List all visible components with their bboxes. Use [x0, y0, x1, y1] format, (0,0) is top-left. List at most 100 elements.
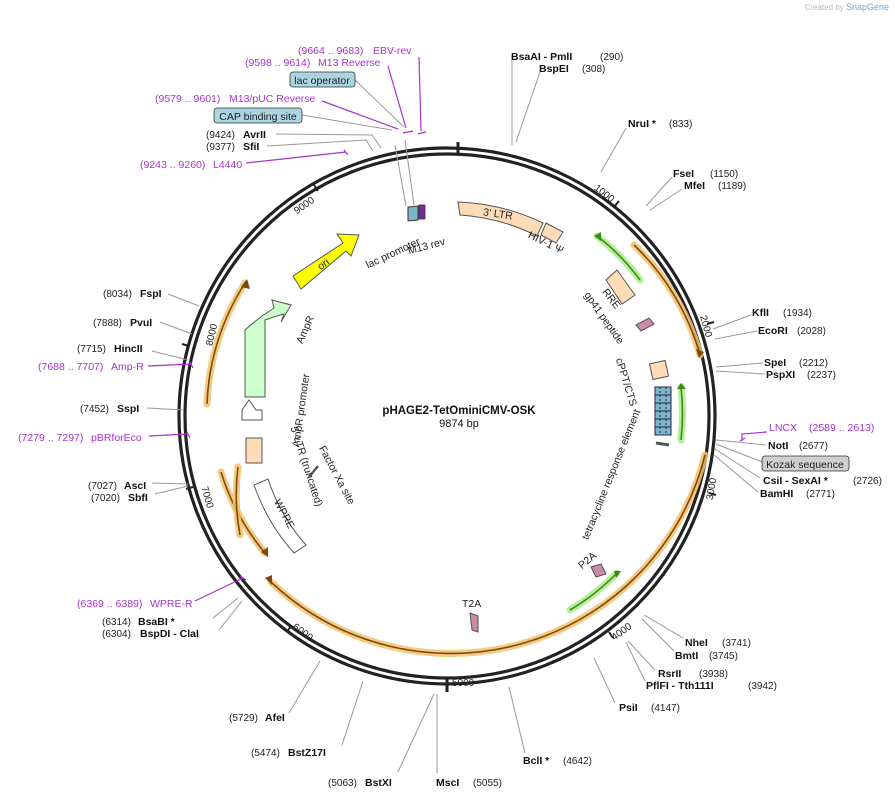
- svg-text:3' LTR: 3' LTR: [482, 206, 514, 222]
- svg-text:(7452): (7452): [80, 404, 109, 415]
- orf-arc-right: [630, 241, 704, 359]
- tick-3000: 3000: [705, 477, 720, 501]
- enzyme-bsaai-pmli: BsaAI - PmlI (290): [511, 51, 623, 145]
- svg-text:NotI: NotI: [768, 440, 788, 452]
- svg-text:(5729): (5729): [229, 713, 258, 724]
- primer-wpre-r: (6369 .. 6389) WPRE-R: [77, 575, 247, 610]
- created-by-text: Created by: [804, 3, 844, 12]
- enzyme-bcli: BclI * (4642): [508, 686, 592, 767]
- plasmid-length: 9874 bp: [439, 418, 479, 430]
- label-lac-operator: lac operator: [289, 71, 405, 128]
- svg-text:(8034): (8034): [103, 289, 132, 300]
- enzyme-spei: SpeI (2212): [715, 357, 828, 369]
- enzyme-hincii: (7715) HincII: [77, 343, 189, 361]
- primer-l4440: (9243 .. 9260) L4440: [140, 149, 349, 171]
- svg-text:(5055): (5055): [473, 778, 502, 789]
- svg-text:PvuI: PvuI: [130, 317, 152, 329]
- snapgene-logo: SnapGene: [845, 2, 889, 12]
- svg-text:(6369 .. 6389): (6369 .. 6389): [77, 598, 142, 610]
- svg-text:M13/pUC Reverse: M13/pUC Reverse: [229, 93, 316, 105]
- svg-text:9000: 9000: [292, 195, 317, 217]
- svg-text:AmpR: AmpR: [294, 314, 317, 346]
- enzyme-kfli: KflI (1934): [712, 307, 812, 330]
- svg-text:BclI *: BclI *: [523, 755, 550, 767]
- svg-text:(7279 .. 7297): (7279 .. 7297): [18, 432, 83, 444]
- svg-text:AscI: AscI: [124, 480, 146, 492]
- orf-arc-left-c: [203, 279, 250, 408]
- enzyme-fsei: FseI (1150): [645, 168, 738, 207]
- svg-text:MscI: MscI: [436, 777, 459, 789]
- svg-text:(9598 .. 9614): (9598 .. 9614): [245, 57, 310, 69]
- svg-text:cPPT/CTS: cPPT/CTS: [613, 357, 639, 408]
- svg-text:lac operator: lac operator: [294, 75, 350, 87]
- enzyme-bamhi: BamHI (2771): [713, 454, 835, 500]
- enzyme-noti: NotI (2677): [715, 439, 828, 452]
- svg-text:(1150): (1150): [710, 169, 738, 180]
- svg-text:(9243 .. 9260): (9243 .. 9260): [140, 159, 205, 171]
- svg-text:5' LTR (truncated): 5' LTR (truncated): [288, 425, 325, 508]
- enzyme-sfii: (9377) SfiI: [206, 139, 374, 153]
- enzyme-mfei: MfeI (1189): [649, 180, 746, 211]
- svg-text:Kozak sequence: Kozak sequence: [766, 459, 844, 471]
- svg-text:WPRE-R: WPRE-R: [150, 598, 193, 610]
- svg-text:(308): (308): [582, 64, 605, 75]
- svg-text:BamHI: BamHI: [760, 488, 793, 500]
- svg-text:AfeI: AfeI: [265, 712, 285, 724]
- svg-text:(3938): (3938): [699, 669, 728, 680]
- svg-text:(1934): (1934): [783, 308, 812, 319]
- svg-text:(9579 .. 9601): (9579 .. 9601): [155, 93, 220, 105]
- svg-text:CAP binding site: CAP binding site: [219, 111, 297, 123]
- svg-text:MfeI: MfeI: [684, 180, 705, 192]
- svg-text:(4642): (4642): [563, 756, 592, 767]
- svg-text:EBV-rev: EBV-rev: [373, 45, 412, 57]
- enzyme-avrii: (9424) AvrII: [206, 129, 382, 149]
- svg-text:(2677): (2677): [799, 441, 828, 452]
- svg-text:5000: 5000: [452, 678, 475, 689]
- svg-text:(290): (290): [600, 52, 623, 63]
- feature-kozak-bar: [655, 441, 670, 447]
- svg-text:(7888): (7888): [93, 318, 122, 329]
- svg-text:BspDI - ClaI: BspDI - ClaI: [140, 628, 199, 640]
- tick-5000: 5000: [445, 678, 475, 692]
- svg-text:NruI *: NruI *: [628, 118, 657, 130]
- svg-text:RsrII: RsrII: [658, 668, 681, 680]
- feature-p2a: P2A: [576, 550, 607, 578]
- enzyme-pspxi: PspXI (2237): [715, 369, 836, 381]
- lac-connector: [394, 139, 415, 207]
- enzyme-psii: PsiI (4147): [593, 657, 680, 714]
- label-cap-binding-site: CAP binding site: [213, 107, 393, 131]
- svg-text:(7020): (7020): [91, 493, 120, 504]
- svg-text:FseI: FseI: [673, 168, 694, 180]
- enzyme-bmti: BmtI (3745): [641, 618, 738, 662]
- orf-arc-bottom: [265, 451, 709, 657]
- svg-text:ori: ori: [315, 256, 331, 273]
- svg-text:(6314): (6314): [102, 617, 131, 628]
- svg-text:T2A: T2A: [462, 598, 481, 610]
- svg-text:(7715): (7715): [77, 344, 106, 355]
- svg-text:PspXI: PspXI: [766, 369, 795, 381]
- svg-text:(3745): (3745): [709, 651, 738, 662]
- svg-text:SpeI: SpeI: [764, 357, 786, 369]
- svg-text:PflFI - Tth111I: PflFI - Tth111I: [646, 680, 714, 692]
- svg-text:(3942): (3942): [748, 681, 777, 692]
- svg-text:(9377): (9377): [206, 142, 235, 153]
- svg-text:SbfI: SbfI: [128, 492, 148, 504]
- enzyme-msci: MscI (5055): [436, 694, 502, 789]
- primer-amp-r: (7688 .. 7707) Amp-R: [38, 361, 194, 373]
- svg-text:(9664 .. 9683): (9664 .. 9683): [298, 45, 363, 57]
- svg-text:(7688 .. 7707): (7688 .. 7707): [38, 361, 103, 373]
- enzyme-bstxi: (5063) BstXI: [328, 693, 435, 789]
- enzyme-nhei: NheI (3741): [643, 614, 751, 649]
- svg-text:AvrII: AvrII: [243, 129, 266, 141]
- svg-text:(2237): (2237): [807, 370, 836, 381]
- enzyme-bspdi-clai: (6304) BspDI - ClaI: [102, 600, 243, 640]
- tick-4000: 4000: [608, 621, 635, 643]
- svg-text:HincII: HincII: [114, 343, 143, 355]
- svg-text:(9424): (9424): [206, 130, 235, 141]
- svg-text:(4147): (4147): [651, 703, 680, 714]
- svg-text:(2212): (2212): [799, 358, 828, 369]
- svg-text:(1189): (1189): [718, 181, 746, 192]
- svg-text:L4440: L4440: [213, 159, 242, 171]
- svg-text:(6304): (6304): [102, 629, 131, 640]
- enzyme-nrui: NruI * (833): [600, 118, 692, 173]
